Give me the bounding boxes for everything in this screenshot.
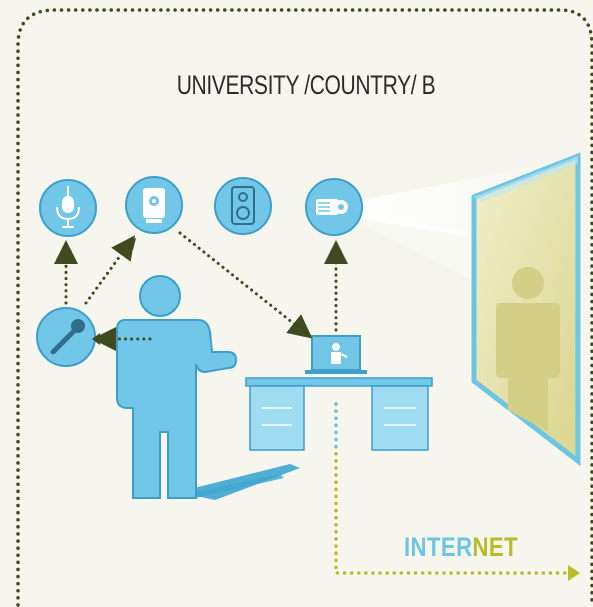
projection-screen xyxy=(471,152,581,467)
connection-arrows xyxy=(54,231,348,351)
projected-person-icon xyxy=(496,267,560,432)
desk xyxy=(245,377,433,451)
arrowheads xyxy=(60,238,342,345)
internet-arrowhead xyxy=(568,565,580,581)
internet-connection-line xyxy=(334,402,580,581)
laptop-icon xyxy=(305,335,367,374)
webcam-icon xyxy=(125,176,183,234)
projector-icon xyxy=(305,178,363,236)
handheld-mic-icon xyxy=(36,307,96,367)
arrow-webcam-to-laptop xyxy=(178,231,313,339)
arrow-mic-to-webcam xyxy=(84,235,136,305)
presenter-figure xyxy=(116,275,300,500)
microphone-stand-icon xyxy=(39,179,97,237)
room-border xyxy=(16,8,593,607)
internet-label-part2: NET xyxy=(472,532,518,562)
speaker-icon xyxy=(214,177,272,235)
page-title: UNIVERSITY /COUNTRY/ B xyxy=(176,70,436,100)
internet-label: INTERNET xyxy=(404,532,518,563)
internet-label-part1: INTER xyxy=(404,532,473,562)
